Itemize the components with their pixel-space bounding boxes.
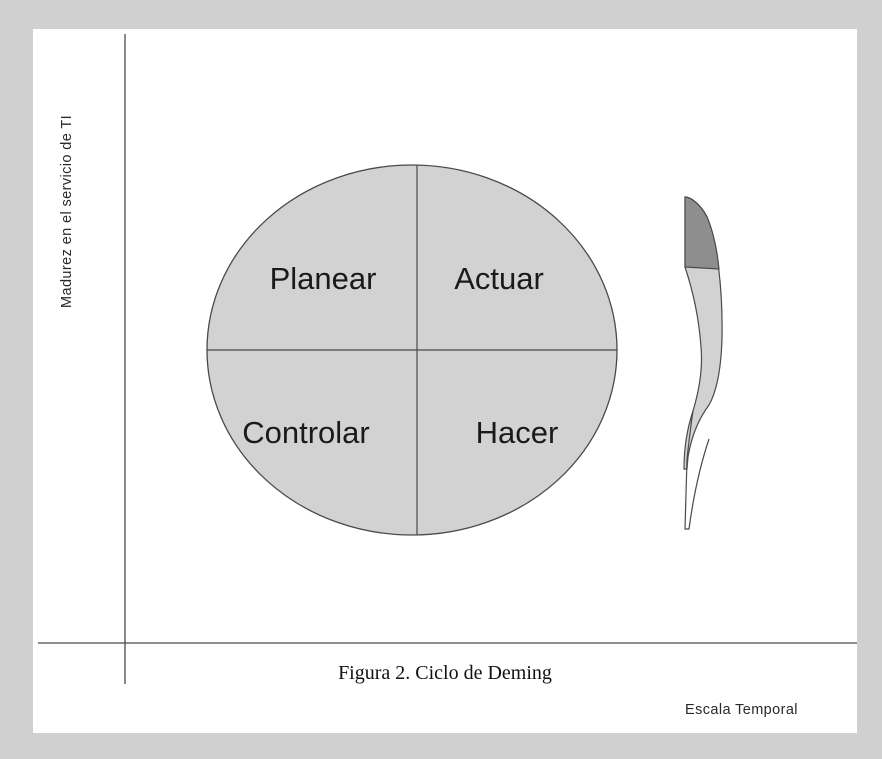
quadrant-planear: Planear xyxy=(270,261,377,296)
quadrant-hacer: Hacer xyxy=(476,415,559,450)
x-axis-label: Escala Temporal xyxy=(685,702,798,718)
deming-cycle-diagram: Planear Actuar Controlar Hacer xyxy=(38,34,857,684)
quadrant-actuar: Actuar xyxy=(454,261,544,296)
arrow-dark-face xyxy=(684,196,720,270)
y-axis-label: Madurez en el servicio de TI xyxy=(59,114,75,308)
pdca-circle: Planear Actuar Controlar Hacer xyxy=(206,164,618,536)
figure-panel: Planear Actuar Controlar Hacer Madurez e… xyxy=(33,29,857,733)
figure-caption: Figura 2. Ciclo de Deming xyxy=(338,662,552,684)
arrow-tail xyxy=(684,410,710,530)
quadrant-controlar: Controlar xyxy=(242,415,370,450)
twisted-arrow xyxy=(683,196,723,530)
